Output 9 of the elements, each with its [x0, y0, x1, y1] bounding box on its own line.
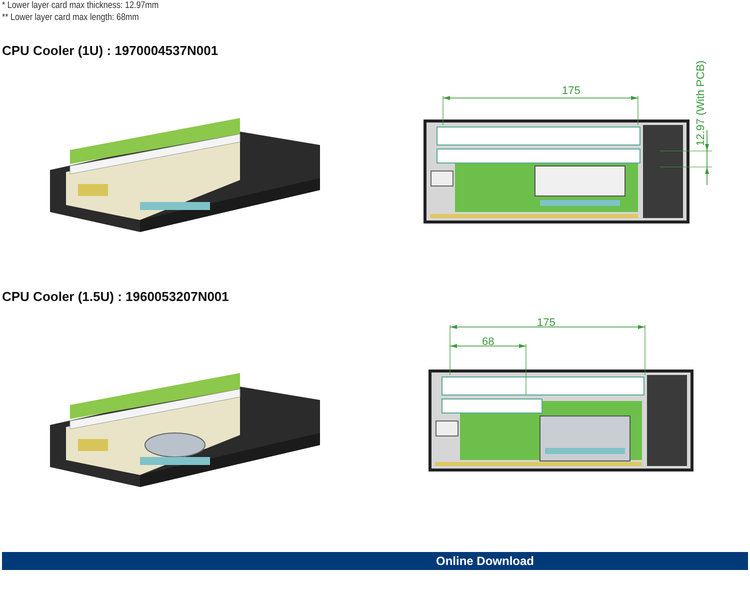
note-text: ** Lower layer card max length: 68mm — [2, 13, 139, 22]
section-heading: CPU Cooler (1U) : 1970004537N001 — [2, 44, 218, 57]
dimension-value: 175 — [537, 318, 556, 329]
dimension-value: 175 — [562, 86, 580, 97]
dimension-value: 68 — [482, 337, 494, 348]
footer-label: Online Download — [436, 555, 534, 567]
note-text: * Lower layer card max thickness: 12.97mm — [2, 1, 159, 10]
dimension-value: 12.97 (With PCB) — [696, 60, 707, 146]
section-heading: CPU Cooler (1.5U) : 1960053207N001 — [2, 290, 229, 303]
